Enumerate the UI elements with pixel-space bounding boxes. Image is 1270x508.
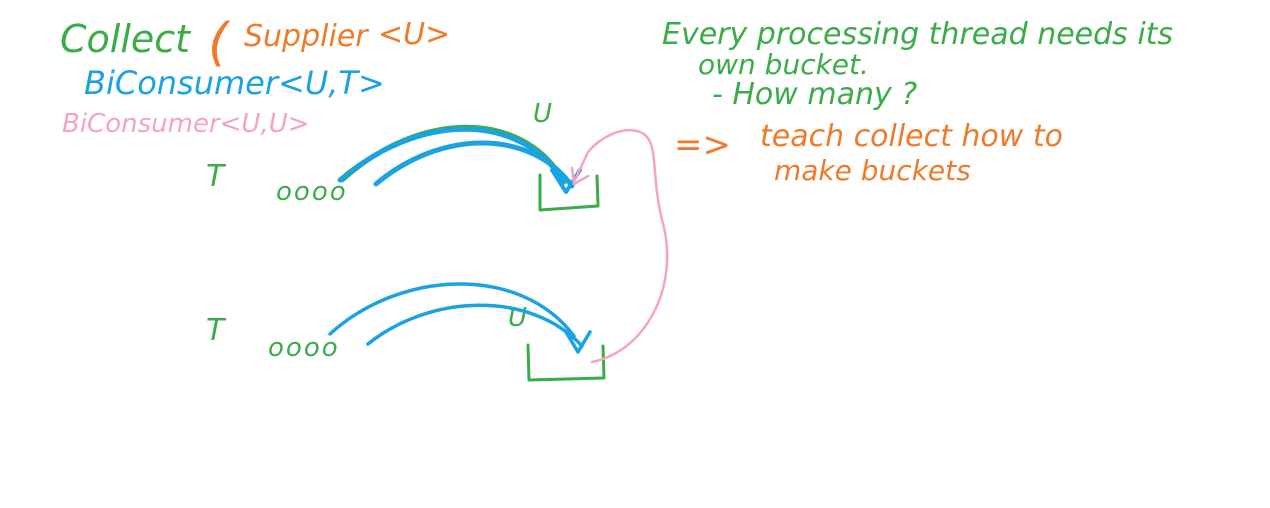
supplier-label: Supplier [244, 19, 369, 54]
accumulator-label: BiConsumer<U,T> [84, 64, 385, 102]
bottom-accumulate-arc-outer [328, 282, 576, 338]
top-elements: oooo [276, 177, 348, 207]
note-line-3: - How many ? [712, 77, 917, 112]
supplier-type: <U> [378, 17, 450, 52]
implies-arrow: => [674, 125, 731, 165]
bottom-arc-arrowhead [564, 330, 592, 354]
combiner-arrowhead [570, 166, 590, 186]
top-input-type: T [206, 159, 227, 194]
note-line-1: Every processing thread needs its [662, 17, 1173, 52]
top-accumulate-arc-outer [337, 126, 567, 185]
bottom-accumulate-arc-inner [366, 303, 584, 348]
note-line-5: make buckets [774, 154, 971, 187]
combiner-label: BiConsumer<U,U> [62, 109, 310, 139]
top-bucket-type: U [533, 99, 552, 129]
bottom-input-type: T [206, 313, 227, 348]
collect-label: Collect [60, 17, 192, 61]
combiner-curve [572, 129, 669, 364]
note-line-4: teach collect how to [760, 119, 1063, 154]
top-bucket [538, 173, 600, 212]
open-paren: ( [208, 13, 231, 73]
top-accumulate-arc-inner [373, 140, 575, 189]
bottom-elements: oooo [268, 333, 340, 363]
bottom-bucket [526, 343, 606, 382]
note-line-2: own bucket. [698, 48, 869, 81]
